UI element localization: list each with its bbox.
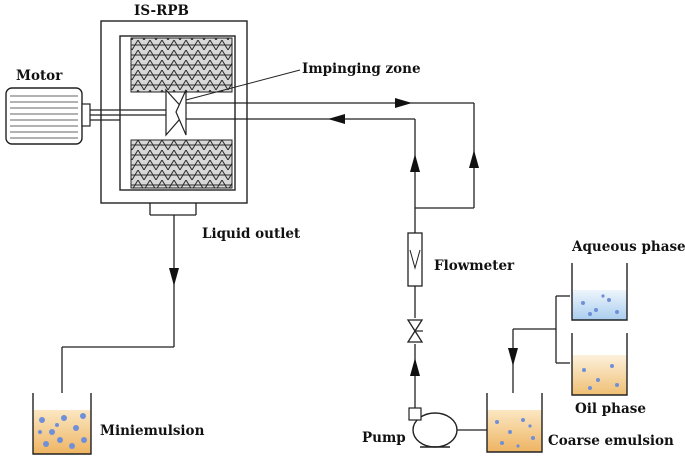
packing-bottom [130, 139, 233, 189]
arrow-pump-up [410, 358, 420, 376]
flowmeter-body [407, 232, 423, 287]
label-flowmeter: Flowmeter [434, 258, 515, 274]
label-miniemulsion: Miniemulsion [100, 423, 205, 439]
label-oil-phase: Oil phase [575, 401, 646, 417]
arrow-loop-right [469, 150, 479, 168]
aqueous-phase-beaker [571, 263, 628, 321]
coarse-emulsion-liquid [487, 410, 542, 452]
label-coarse-emulsion: Coarse emulsion [548, 433, 674, 449]
label-liquid-outlet: Liquid outlet [202, 226, 301, 242]
nozzle-right [175, 89, 187, 136]
aqueous-liquid [572, 290, 627, 320]
label-motor: Motor [16, 68, 63, 84]
label-pump: Pump [362, 430, 406, 446]
impinging-zone-leader [185, 69, 301, 101]
arrow-outlet-down [169, 268, 179, 286]
arrow-phases-down [508, 348, 518, 366]
arrow-feed-upper [395, 98, 412, 108]
motor [5, 87, 91, 145]
label-impinging-zone: Impinging zone [302, 61, 421, 77]
coarse-emulsion-beaker [486, 393, 543, 453]
label-rpb: IS-RPB [134, 3, 189, 19]
valve [406, 319, 424, 343]
miniemulsion-beaker [32, 393, 92, 455]
rpb-reactor [88, 20, 248, 216]
flowmeter [407, 232, 423, 287]
arrow-feed-lower [328, 114, 345, 124]
oil-phase-beaker [571, 333, 628, 396]
oil-liquid [572, 355, 627, 395]
liquid-outlet-stub [149, 203, 197, 216]
pump [408, 407, 458, 448]
piping [61, 98, 570, 431]
packing-top [130, 37, 233, 93]
arrow-loop-left [410, 154, 420, 172]
label-aqueous-phase: Aqueous phase [571, 239, 685, 255]
